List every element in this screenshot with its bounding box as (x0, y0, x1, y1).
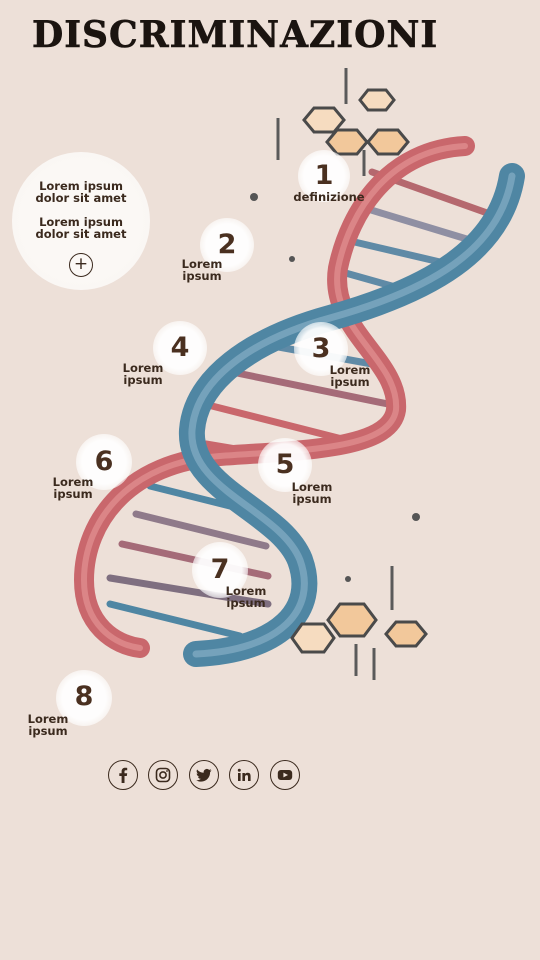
marker-6-label: Lorem ipsum (52, 475, 94, 501)
linkedin-icon[interactable] (229, 760, 259, 790)
marker-1-bubble[interactable] (298, 150, 350, 202)
marker-2-number: 2 (217, 229, 237, 260)
marker-3-label: Lorem ipsum (329, 363, 371, 389)
plus-icon[interactable]: + (69, 253, 93, 277)
instagram-icon[interactable] (148, 760, 178, 790)
marker-4-bubble[interactable] (153, 321, 207, 375)
marker-5-number: 5 (275, 449, 295, 480)
marker-7-number: 7 (210, 554, 230, 585)
twitter-icon[interactable] (189, 760, 219, 790)
marker-6-bubble[interactable] (76, 434, 132, 490)
marker-5-bubble[interactable] (258, 438, 312, 492)
molecule-hexagons-bottom (290, 602, 428, 654)
intro-text-2: Lorem ipsum dolor sit amet (35, 215, 127, 241)
marker-2-label: Lorem ipsum (181, 257, 223, 283)
marker-4-label: Lorem ipsum (122, 361, 164, 387)
youtube-icon[interactable] (270, 760, 300, 790)
marker-8-number: 8 (74, 681, 94, 712)
marker-4-number: 4 (170, 332, 190, 363)
intro-text-1: Lorem ipsum dolor sit amet (35, 179, 127, 205)
molecule-hexagons-top (302, 88, 410, 156)
marker-6-number: 6 (94, 446, 114, 477)
marker-7-label: Lorem ipsum (225, 584, 267, 610)
marker-1-number: 1 (314, 160, 334, 191)
marker-8-bubble[interactable] (56, 670, 112, 726)
marker-3-number: 3 (311, 333, 331, 364)
marker-2-bubble[interactable] (200, 218, 254, 272)
marker-3-bubble[interactable] (294, 322, 348, 376)
marker-7-bubble[interactable] (192, 542, 248, 598)
marker-8-label: Lorem ipsum (27, 712, 69, 738)
page-title: DISCRIMINAZIONI (32, 14, 439, 57)
facebook-icon[interactable] (108, 760, 138, 790)
marker-5-label: Lorem ipsum (291, 480, 333, 506)
marker-1-label: definizione (293, 190, 365, 204)
